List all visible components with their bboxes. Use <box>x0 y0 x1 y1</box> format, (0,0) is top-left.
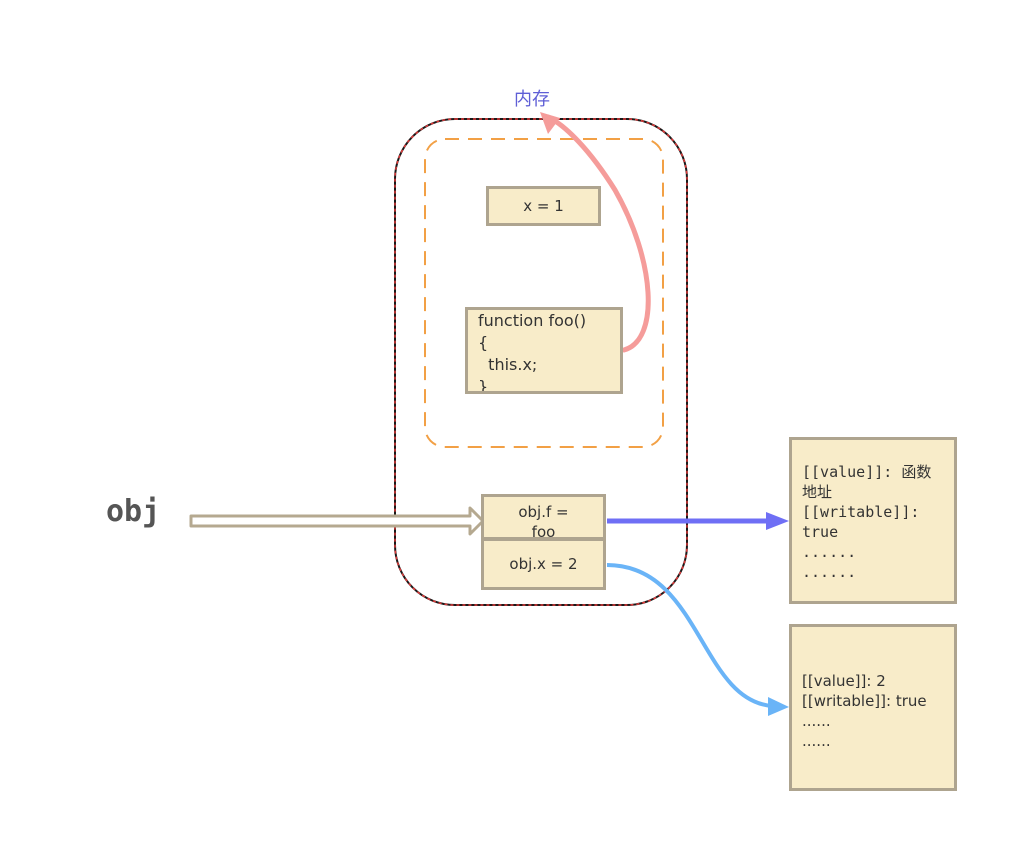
f-property-arrowhead <box>766 512 789 530</box>
foo-to-memory-arrowhead <box>540 112 560 134</box>
x-property-arrowhead <box>768 697 789 716</box>
foo-function-box: function foo() { this.x; } <box>465 307 623 394</box>
f-descriptor-box: [[value]]: 函数地址 [[writable]]: true .....… <box>789 437 957 604</box>
obj-label: obj <box>106 494 161 529</box>
memory-label: 内存 <box>514 89 550 110</box>
obj-x-box: obj.x = 2 <box>481 538 606 590</box>
x-variable-box: x = 1 <box>486 186 601 226</box>
x-property-arrow <box>606 563 773 708</box>
foo-to-memory-arrow <box>545 114 651 353</box>
obj-pointer-arrow <box>189 506 485 536</box>
scope-container <box>424 138 664 448</box>
obj-f-box: obj.f = foo <box>481 494 606 540</box>
x-descriptor-box: [[value]]: 2 [[writable]]: true ...... .… <box>789 624 957 791</box>
memory-container-dash <box>394 118 688 606</box>
